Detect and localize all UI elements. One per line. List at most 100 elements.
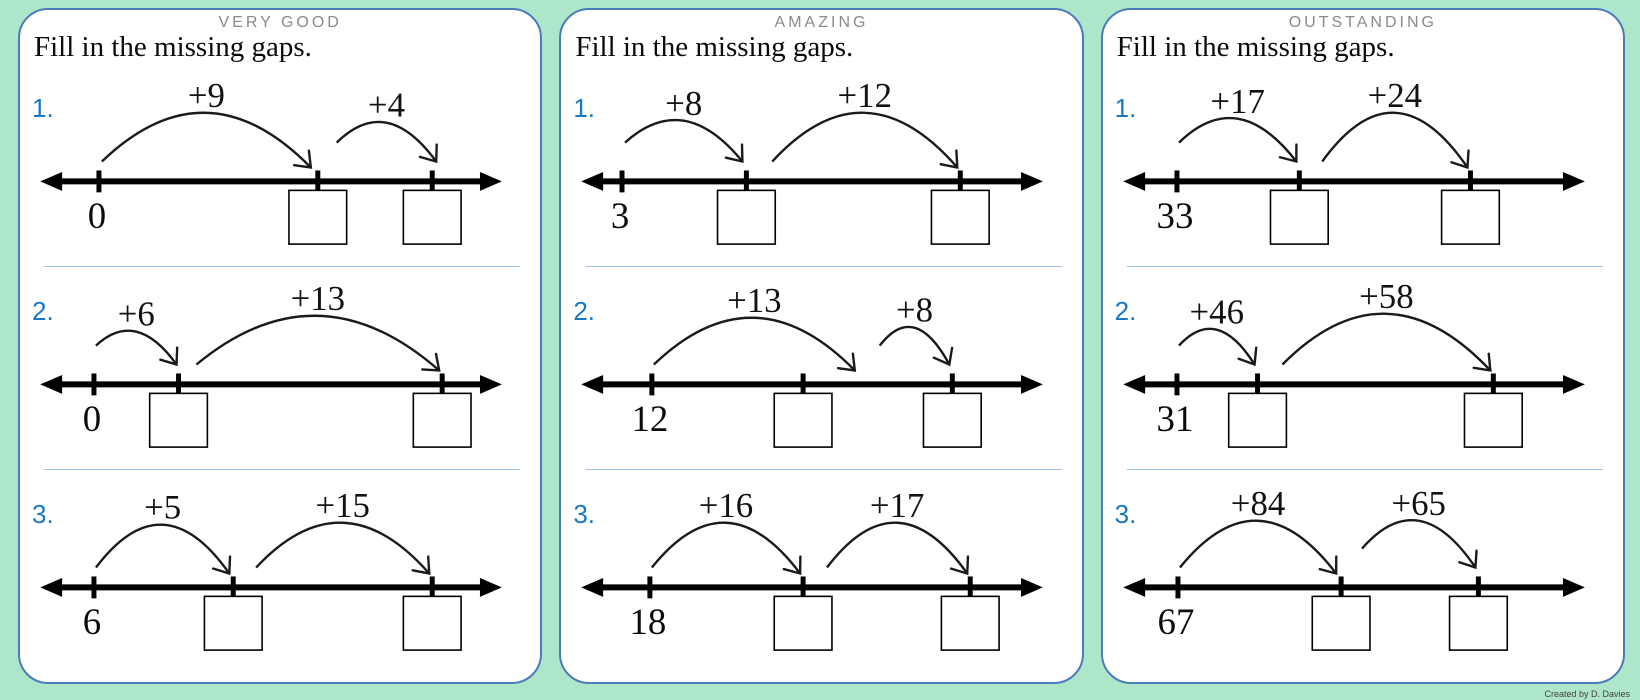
number-line-figure: 3 +8 +12 [581,76,1044,245]
jump-arrowhead-icon [782,555,802,576]
jump-label: +13 [291,279,345,318]
jump-arc [95,329,178,366]
line-arrow-right-icon [1021,374,1044,394]
problem: 2. 12 +13 +8 [571,270,1071,466]
answer-box[interactable] [923,392,983,448]
problem-number: 2. [1114,296,1137,326]
problem: 2.31+46+58 [1113,270,1613,466]
jump-label: +12 [838,76,892,115]
answer-box[interactable] [1440,189,1500,245]
jump-arc [826,521,969,575]
answer-box[interactable] [1311,595,1371,651]
answer-box[interactable] [288,189,348,245]
jump-arrowhead-icon [1237,346,1258,367]
line-arrow-right-icon [479,577,502,597]
jump-label: +8 [666,84,703,123]
panel-header: VERY GOOD [218,14,342,31]
panel-amazing: AMAZING Fill in the missing gaps. 1.3+8+… [559,8,1084,684]
line-arrow-left-icon [1122,577,1145,597]
line-arrow-left-icon [1122,171,1145,191]
page-title: Fill in the missing gaps. [1116,31,1395,63]
jump-arc [94,523,231,575]
jump-arc [255,521,431,575]
jump-label: +46 [1189,293,1243,332]
jump-label: +9 [188,76,225,115]
start-number: 3 [611,195,629,236]
problem: 1.3+8+12 [571,67,1071,263]
jump-arrowhead-icon [1278,143,1298,164]
line-arrow-right-icon [1021,577,1044,597]
start-number: 6 [83,601,101,642]
jump-label: +58 [1359,277,1413,316]
problem: 3.18+16+17 [571,473,1071,669]
number-line [40,170,502,193]
problem-number: 1. [32,93,54,123]
jump-arc [1281,312,1491,372]
problem-divider [1126,266,1603,267]
number-line [40,373,502,396]
answer-box[interactable] [940,595,1001,651]
line-arrow-left-icon [40,577,63,597]
problem-number: 2. [32,296,54,326]
number-line-figure: 0 +6 +13 [40,279,502,448]
jump-arc [335,120,438,163]
answer-box[interactable] [773,595,834,651]
jump-label: +65 [1391,484,1445,523]
jump-arc [653,316,857,372]
problem: 3.67+84+65 [1113,473,1613,669]
jump-arrowhead-icon [939,149,959,169]
jump-label: +15 [315,486,369,525]
problem-number: 2. [573,296,596,326]
answer-box[interactable] [1448,595,1508,651]
answer-box[interactable] [1463,392,1523,448]
jump-label: +5 [144,488,181,527]
line-arrow-left-icon [581,577,604,597]
number-line-figure: 12 +13 +8 [581,281,1044,448]
answer-box[interactable] [930,189,991,245]
jump-label: +6 [118,295,155,334]
line-arrow-left-icon [40,374,63,394]
problem-divider [44,266,521,267]
page-title: Fill in the missing gaps. [575,31,854,63]
answer-box[interactable] [1227,392,1287,448]
number-line [581,170,1044,193]
page-title: Fill in the missing gaps. [34,31,312,63]
start-number: 0 [83,398,101,439]
answer-box[interactable] [412,392,472,448]
answer-box[interactable] [203,595,263,651]
jump-arc [1177,117,1297,163]
start-number: 67 [1157,601,1194,642]
number-line-figure: 18+16+17 [581,486,1044,651]
line-arrow-left-icon [581,171,604,191]
jump-arc [1320,111,1469,169]
problem-number: 3. [1114,499,1137,529]
jump-arrowhead-icon [1457,549,1478,570]
answer-box[interactable] [402,595,462,651]
answer-box[interactable] [148,392,209,448]
answer-box[interactable] [773,392,834,448]
answer-box[interactable] [1269,189,1329,245]
problem-number: 3. [32,499,54,529]
start-number: 12 [632,398,669,439]
jump-arc [1178,519,1337,575]
attribution: Created by D. Davies [1544,689,1630,699]
line-arrow-right-icon [1562,577,1585,597]
answer-box[interactable] [717,189,777,245]
jump-arrowhead-icon [1449,149,1470,170]
panel-row: VERY GOOD Fill in the missing gaps. 1. 0 +… [18,8,1625,684]
line-arrow-left-icon [581,374,604,394]
number-line [1122,576,1585,599]
jump-arrowhead-icon [725,143,744,164]
jump-label: +13 [727,281,781,320]
answer-box[interactable] [402,189,462,245]
problem-number: 3. [573,499,596,529]
jump-arrowhead-icon [932,346,954,367]
start-number: 33 [1156,195,1193,236]
number-line [1122,373,1585,396]
jump-arrowhead-icon [1472,352,1492,372]
jump-label: +8 [896,291,933,330]
jump-arc [101,111,312,169]
